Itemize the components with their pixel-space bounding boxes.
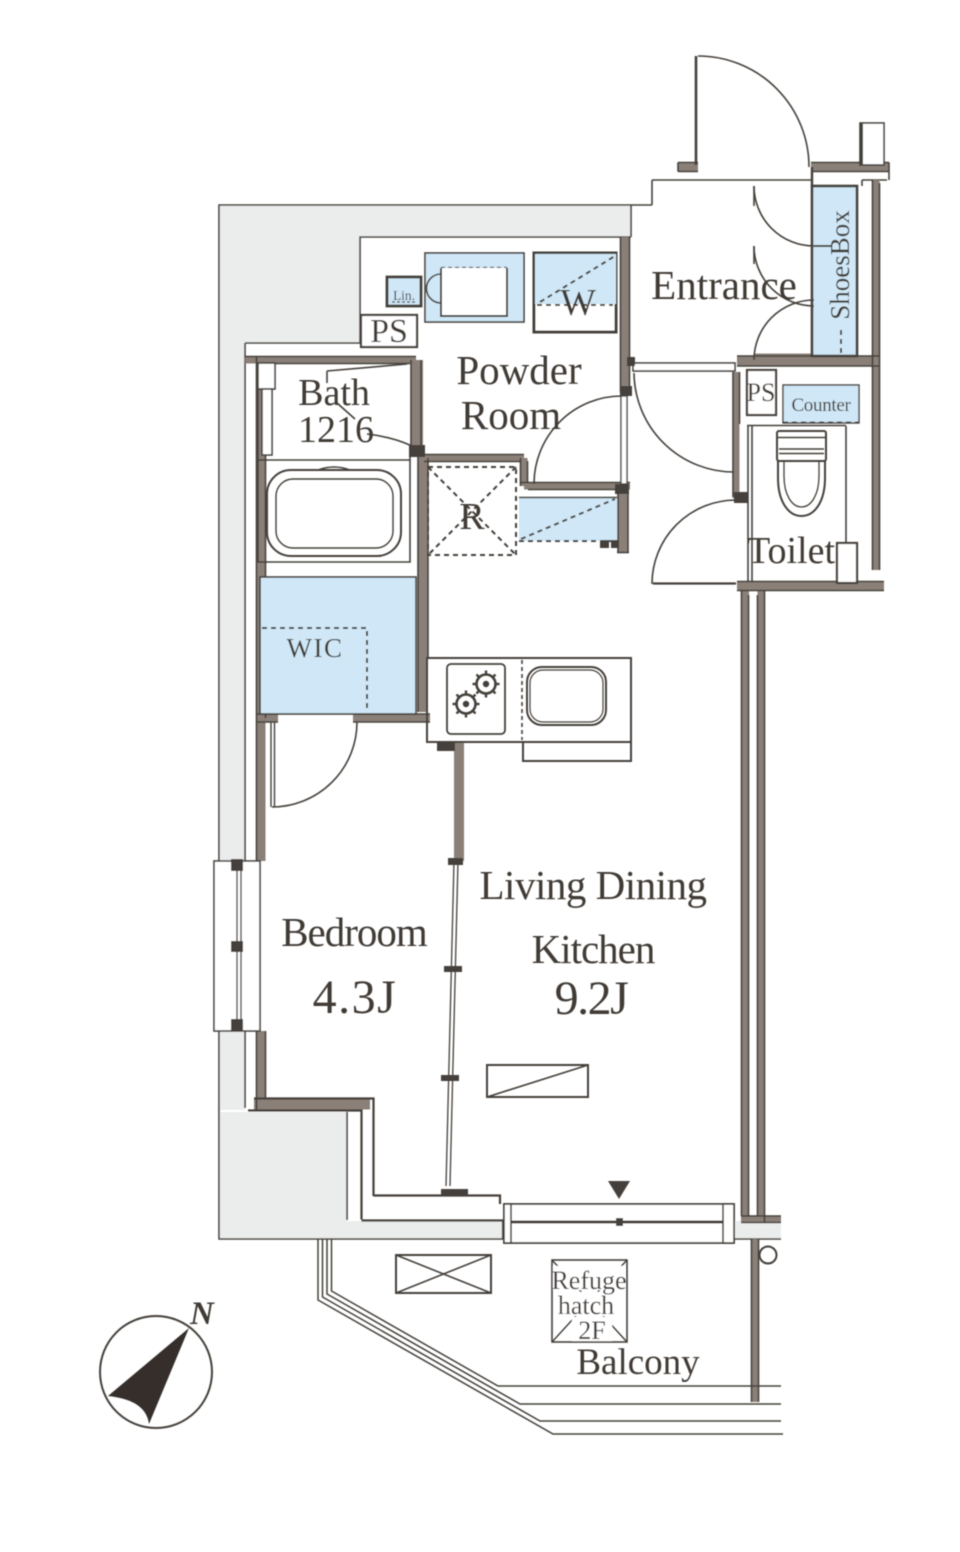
- svg-text:2F: 2F: [578, 1316, 605, 1345]
- svg-text:Entrance: Entrance: [651, 262, 797, 308]
- svg-text:W: W: [560, 282, 596, 324]
- svg-text:ShoesBox: ShoesBox: [825, 210, 855, 320]
- svg-text:1216: 1216: [298, 409, 374, 451]
- svg-text:Powder: Powder: [456, 347, 582, 393]
- svg-text:PS: PS: [370, 313, 408, 350]
- svg-text:Refuge: Refuge: [551, 1266, 626, 1295]
- svg-text:hatch: hatch: [558, 1291, 614, 1320]
- svg-text:Counter: Counter: [791, 395, 851, 416]
- svg-text:Balcony: Balcony: [576, 1342, 700, 1383]
- svg-text:Room: Room: [461, 392, 561, 438]
- svg-text:Bedroom: Bedroom: [281, 909, 428, 955]
- svg-text:Toilet: Toilet: [747, 530, 836, 572]
- svg-text:N: N: [189, 1296, 215, 1332]
- svg-text:Kitchen: Kitchen: [532, 926, 655, 972]
- svg-text:R: R: [459, 496, 485, 538]
- svg-text:9.2J: 9.2J: [555, 972, 629, 1025]
- svg-text:Bath: Bath: [298, 372, 370, 414]
- svg-text:WIC: WIC: [287, 633, 344, 663]
- svg-text:4.3J: 4.3J: [313, 971, 398, 1024]
- svg-text:Living Dining: Living Dining: [480, 862, 707, 908]
- svg-text:PS: PS: [747, 378, 776, 407]
- svg-text:Lin.: Lin.: [393, 288, 415, 303]
